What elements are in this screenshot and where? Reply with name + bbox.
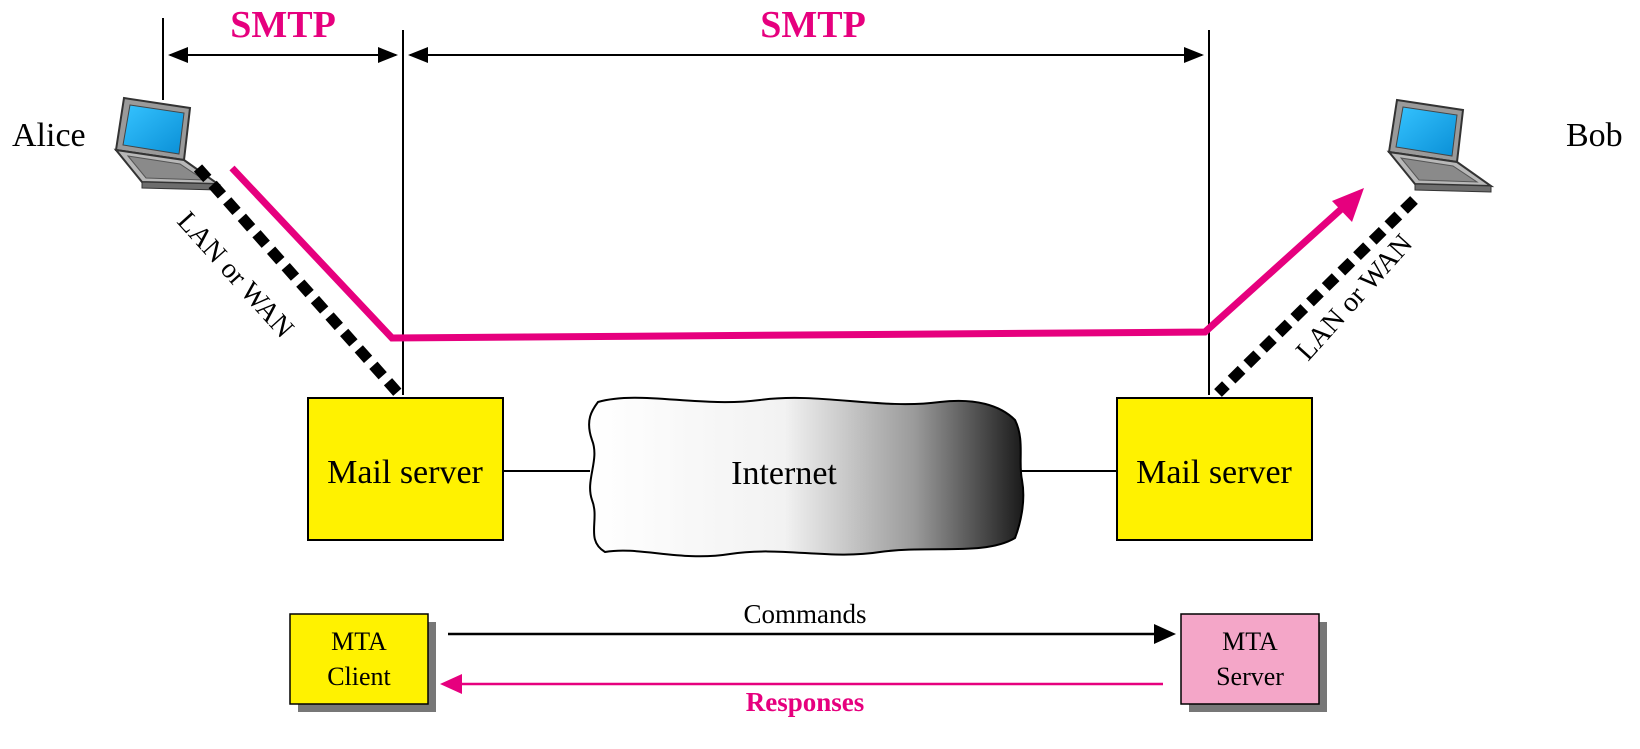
smtp-mail-path-arrowhead: [1332, 188, 1364, 222]
person-label-alice: Alice: [12, 117, 86, 154]
link-label-left: LAN or WAN: [171, 206, 300, 344]
commands-label: Commands: [743, 599, 866, 629]
smtp-label-left: SMTP: [230, 4, 336, 46]
smtp-label-middle: SMTP: [760, 4, 866, 46]
mta-client-label-line1: MTA: [331, 627, 387, 656]
internet-label: Internet: [731, 455, 837, 492]
mta-server-label-line2: Server: [1216, 662, 1284, 691]
person-label-bob: Bob: [1566, 117, 1623, 154]
smtp-mail-path: [229, 165, 1351, 342]
mail-server-label-right: Mail server: [1136, 454, 1292, 491]
mta-client-label-line2: Client: [327, 662, 391, 691]
mta-client-box: [289, 613, 429, 705]
mail-server-right: [1116, 397, 1313, 541]
mail-server-left: [307, 397, 504, 541]
commands-arrowhead: [1154, 624, 1176, 644]
lan-wan-link-right: [1214, 196, 1418, 397]
mta-server-box: [1180, 613, 1320, 705]
lan-wan-link-left: [193, 164, 403, 397]
mta-server-label-line1: MTA: [1222, 627, 1278, 656]
laptop-icon: [1386, 98, 1495, 193]
laptop-icon: [113, 96, 222, 191]
mail-server-label-left: Mail server: [327, 454, 483, 491]
responses-label: Responses: [746, 687, 865, 717]
responses-arrowhead: [440, 674, 462, 694]
cloud-icon: [588, 396, 1025, 558]
